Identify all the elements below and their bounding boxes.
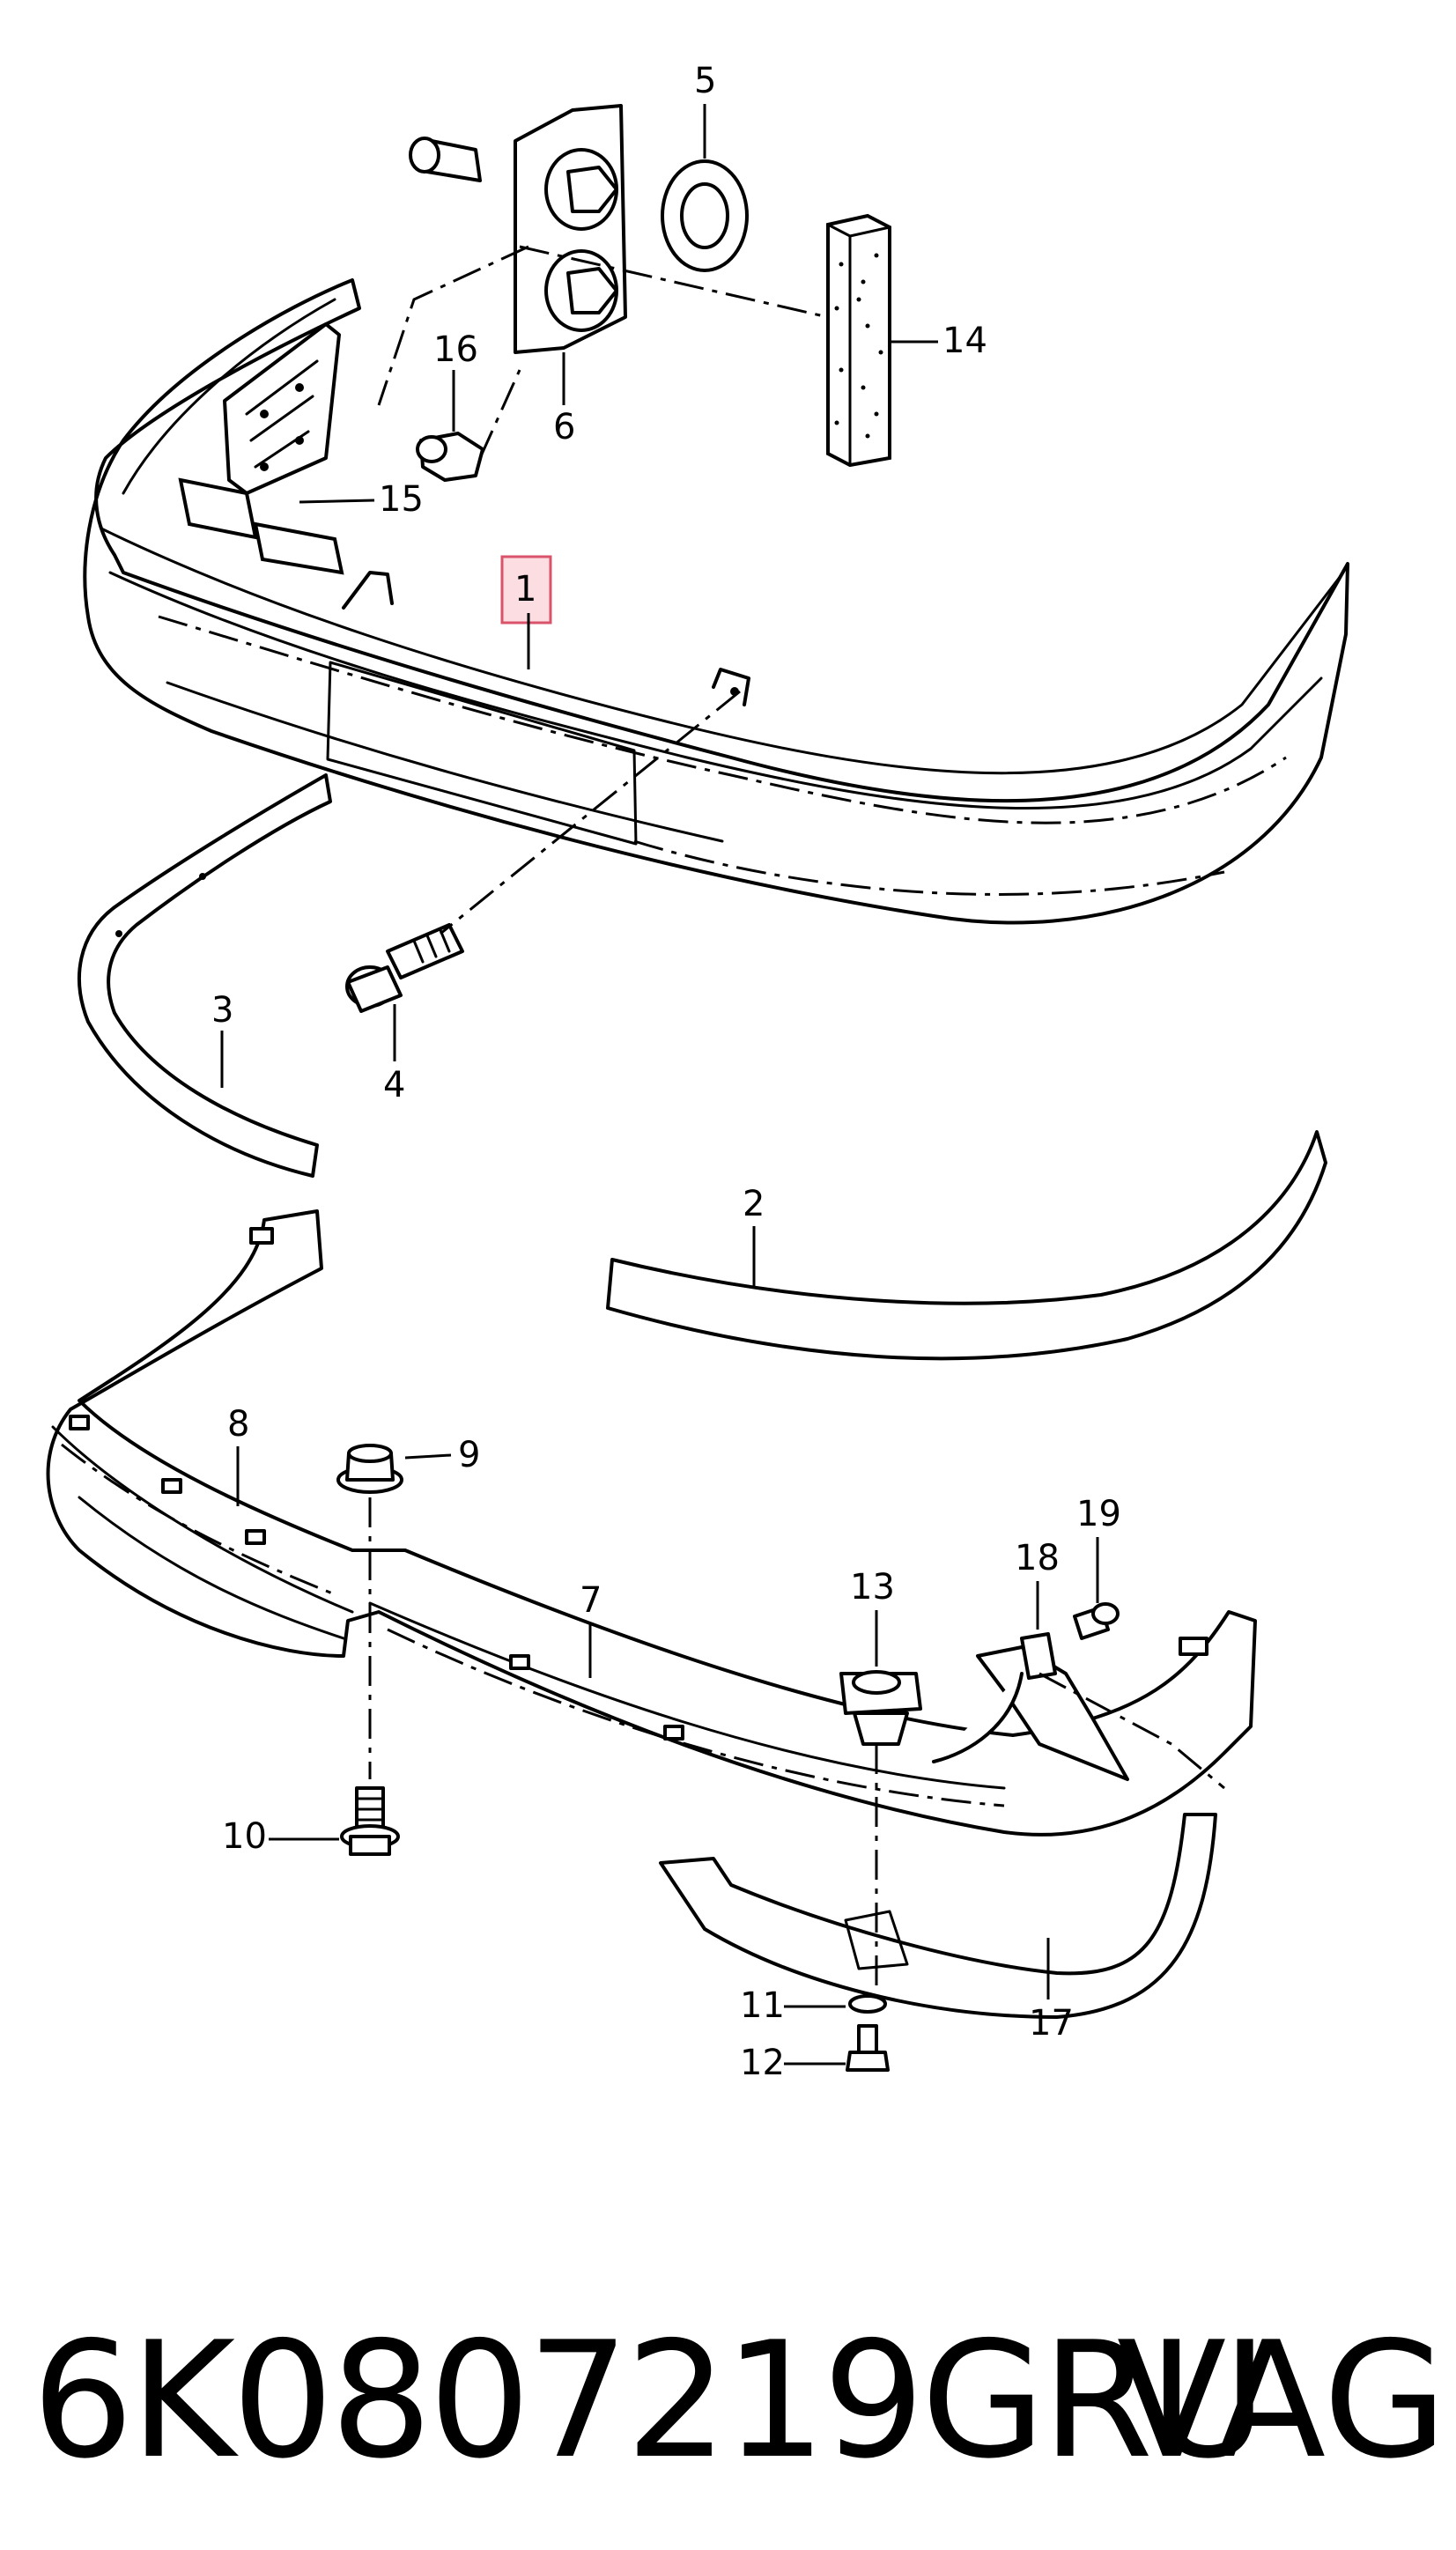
exploded-parts-diagram: 1 5 14 16 6 15 3 4 2 8 9 7 13 18 19 10 1 bbox=[46, 61, 1349, 2083]
hex-bolt-part bbox=[846, 2024, 890, 2072]
flange-nut-part bbox=[336, 1444, 403, 1494]
foam-strip-part bbox=[826, 213, 891, 468]
part-number: 6K0807219GRU bbox=[32, 2307, 1267, 2494]
brand-name: VAG bbox=[1116, 2307, 1447, 2494]
callout-16: 16 bbox=[433, 329, 478, 370]
callout-labels: 1 5 14 16 6 15 3 4 2 8 9 7 13 18 19 10 1 bbox=[211, 61, 1121, 2083]
impact-absorber-part bbox=[46, 1209, 1257, 1837]
callout-11: 11 bbox=[740, 1985, 785, 2026]
right-lower-bracket-part bbox=[932, 1645, 1129, 1781]
left-trim-strip-part bbox=[78, 773, 332, 1178]
washer-part bbox=[848, 1994, 887, 2014]
highlight-box bbox=[500, 555, 552, 625]
ring-washer-part bbox=[661, 159, 749, 272]
callout-3: 3 bbox=[211, 990, 233, 1031]
callout-2: 2 bbox=[743, 1184, 765, 1224]
flange-bolt-part bbox=[340, 1786, 400, 1856]
callout-4: 4 bbox=[383, 1065, 405, 1105]
callout-5: 5 bbox=[694, 61, 716, 101]
clip-screw-part bbox=[416, 432, 484, 482]
callout-13: 13 bbox=[850, 1567, 895, 1608]
callout-1: 1 bbox=[514, 569, 536, 610]
callout-8: 8 bbox=[227, 1404, 249, 1445]
expanding-nut-part bbox=[839, 1670, 922, 1746]
side-bracket-part bbox=[178, 322, 344, 575]
plug-part bbox=[409, 137, 482, 182]
footer: 6K0807219GRU VAG bbox=[0, 2268, 1456, 2532]
small-screw-part bbox=[1073, 1602, 1120, 1640]
callout-9: 9 bbox=[458, 1435, 480, 1475]
spoiler-part bbox=[659, 1813, 1217, 2019]
spring-clip-part bbox=[1020, 1632, 1057, 1680]
callout-17: 17 bbox=[1029, 2003, 1074, 2044]
callout-15: 15 bbox=[379, 479, 424, 520]
right-trim-strip-part bbox=[606, 1130, 1327, 1361]
callout-14: 14 bbox=[942, 321, 987, 361]
assembly-lines bbox=[368, 245, 1225, 1991]
callout-10: 10 bbox=[222, 1816, 267, 1857]
callout-6: 6 bbox=[553, 407, 575, 447]
callout-7: 7 bbox=[580, 1580, 602, 1621]
bumper-cover-part bbox=[83, 278, 1349, 925]
callout-18: 18 bbox=[1015, 1538, 1060, 1578]
callout-19: 19 bbox=[1076, 1494, 1121, 1534]
callout-12: 12 bbox=[740, 2043, 785, 2083]
bracket-plate-part bbox=[514, 104, 627, 354]
bolt-part bbox=[345, 923, 464, 1013]
